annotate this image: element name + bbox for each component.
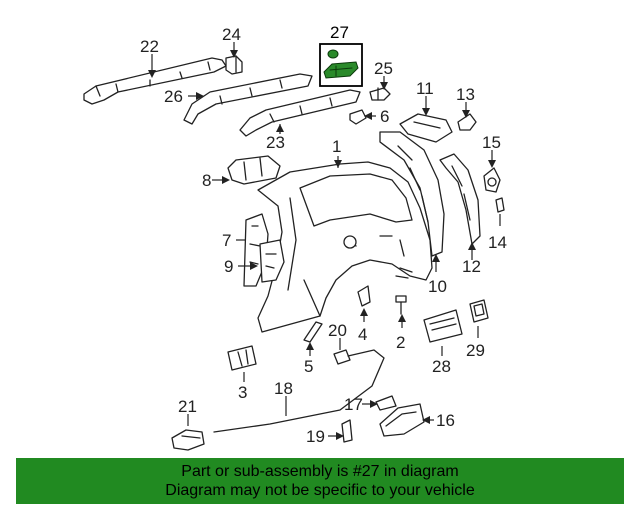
callout-20: 20 [328, 321, 347, 340]
part-13-bracket [457, 113, 477, 131]
callout-16: 16 [436, 411, 455, 430]
part-22-rail [83, 57, 227, 105]
callout-17: 17 [344, 395, 363, 414]
part-18-cable [213, 349, 385, 433]
part-2-bolt [395, 295, 407, 315]
part-3-bracket [227, 345, 257, 371]
callout-7: 7 [222, 231, 231, 250]
part-19-clip [341, 419, 353, 443]
banner-line-1: Part or sub-assembly is #27 in diagram [181, 463, 459, 480]
part-20-opener [333, 349, 351, 365]
callout-1: 1 [332, 137, 341, 156]
callout-28: 28 [432, 357, 451, 376]
part-17-hinge [375, 395, 397, 411]
part-27-clip [323, 49, 359, 79]
callout-25: 25 [374, 59, 393, 78]
part-25-clip [369, 87, 391, 101]
callout-12: 12 [462, 257, 481, 276]
callout-2: 2 [396, 333, 405, 352]
part-23-roof-rail [239, 89, 361, 137]
callout-22: 22 [140, 37, 159, 56]
callout-14: 14 [488, 233, 507, 252]
part-29-ring [469, 299, 489, 323]
callout-3: 3 [238, 383, 247, 402]
callout-11: 11 [416, 79, 434, 98]
info-banner: Part or sub-assembly is #27 in diagram D… [16, 458, 624, 504]
part-26-rail [183, 73, 313, 125]
part-14-clip [495, 197, 505, 213]
callout-27: 27 [330, 23, 349, 42]
callout-4: 4 [358, 325, 367, 344]
callout-29: 29 [466, 341, 485, 360]
part-6-bracket [349, 109, 367, 125]
callout-15: 15 [482, 133, 501, 152]
part-16-fuel-door [379, 403, 425, 437]
callout-24: 24 [222, 25, 241, 44]
callout-18: 18 [274, 379, 293, 398]
callout-26: 26 [164, 87, 183, 106]
callout-13: 13 [456, 85, 475, 104]
callout-5: 5 [304, 357, 313, 376]
part-1-quarter-panel [257, 161, 433, 333]
part-28-pocket [423, 309, 463, 343]
callout-21: 21 [178, 397, 197, 416]
callout-6: 6 [380, 107, 389, 126]
part-15-housing [483, 167, 501, 193]
part-4-bracket [357, 285, 371, 307]
parts-diagram: 22 24 26 27 25 23 6 8 [83, 23, 507, 451]
callout-8: 8 [202, 171, 211, 190]
part-10-wheelhouse [379, 131, 445, 257]
part-5-strip [303, 321, 323, 343]
part-8-reinforcement [227, 155, 281, 185]
callout-19: 19 [306, 427, 325, 446]
part-11-reinforcement [399, 113, 453, 143]
part-24-bracket [225, 55, 243, 75]
banner-line-2: Diagram may not be specific to your vehi… [165, 482, 475, 499]
callout-9: 9 [224, 257, 233, 276]
callout-10: 10 [428, 277, 447, 296]
part-21-lever [171, 429, 205, 451]
callout-23: 23 [266, 133, 285, 152]
part-9-inner-panel [259, 239, 285, 283]
part-12-wheelhouse-inner [439, 153, 481, 245]
